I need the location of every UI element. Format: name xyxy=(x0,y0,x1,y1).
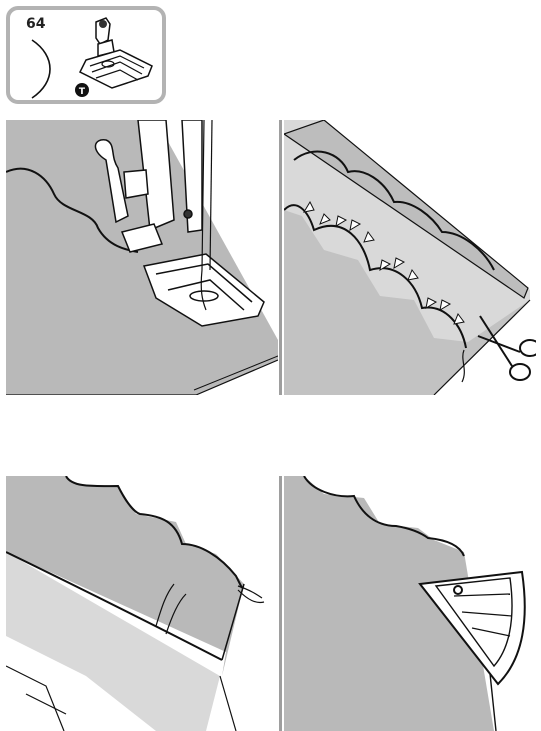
stitch-info-card: 64 T xyxy=(6,6,166,104)
stitch-number: 64 xyxy=(26,16,45,32)
step-2-illustration xyxy=(284,120,536,395)
panel-divider-top xyxy=(279,120,282,395)
step-3-illustration xyxy=(6,476,278,731)
step-1-illustration xyxy=(6,120,278,395)
curved-stitch-icon xyxy=(26,38,56,100)
scissors-icon xyxy=(478,316,536,380)
panel-divider-bottom xyxy=(279,476,282,731)
presser-foot-t-icon: T xyxy=(68,14,160,98)
step-4-illustration xyxy=(284,476,536,731)
presser-foot-letter: T xyxy=(79,87,86,97)
